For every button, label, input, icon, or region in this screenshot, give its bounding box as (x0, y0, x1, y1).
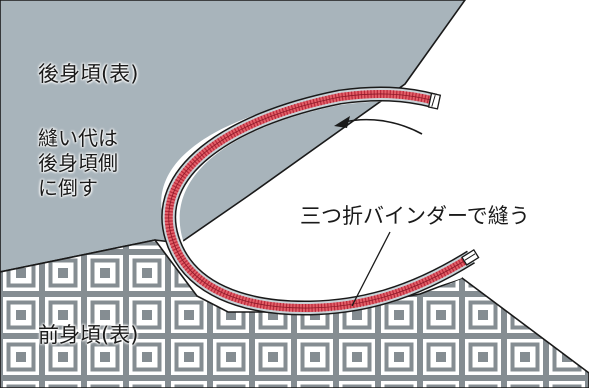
seam-allowance-note-line-3: に倒す (38, 176, 98, 200)
seam-allowance-note: 縫い代は 後身頃側 に倒す (38, 126, 118, 201)
binder-leader-line (351, 231, 391, 307)
curved-arrow-icon (334, 116, 423, 135)
front-body-label: 前身頃(表) (38, 323, 139, 347)
binding-end-cap-top (427, 92, 442, 110)
binding-end-cap-bottom (461, 249, 480, 266)
seam-allowance-note-line-1: 縫い代は (38, 126, 118, 150)
binder-instruction-label: 三つ折バインダーで縫う (300, 204, 530, 228)
seam-allowance-note-line-2: 後身頃側 (38, 151, 118, 175)
binding-seam-line (168, 93, 472, 309)
back-body-label: 後身頃(表) (38, 62, 139, 86)
